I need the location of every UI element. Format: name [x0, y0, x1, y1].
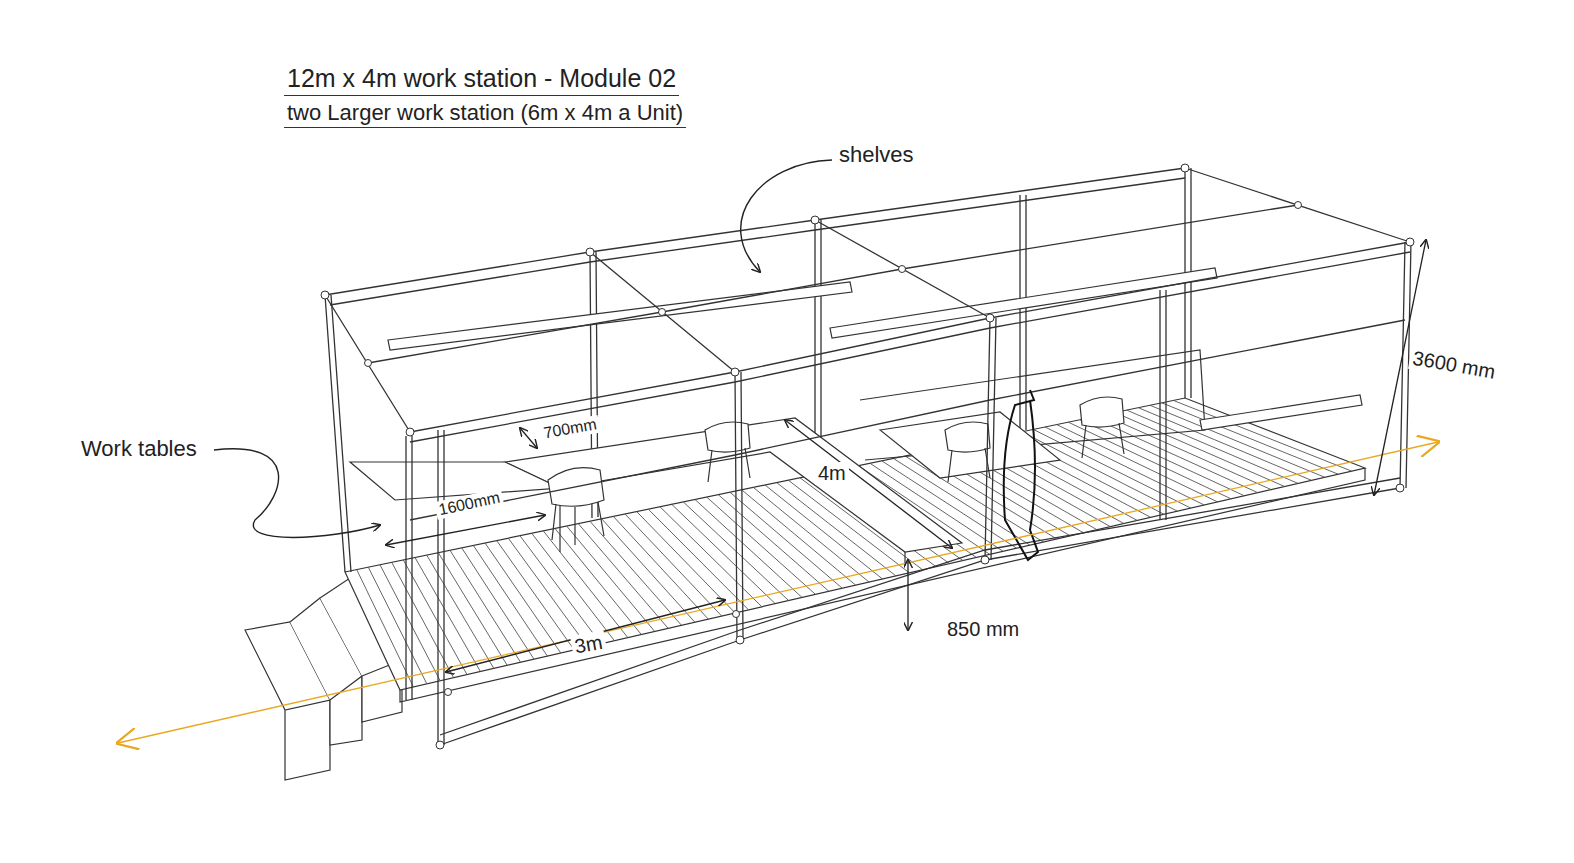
dimension-label: 4m [815, 462, 849, 485]
deck-slat [1115, 413, 1285, 487]
sketch-line [388, 282, 852, 350]
sketch-line [1295, 202, 1302, 209]
deck-slat [660, 507, 762, 607]
sketch-line [733, 611, 740, 618]
sketch-line [345, 398, 1365, 690]
sketch-line [548, 468, 604, 545]
sketch-line [1080, 397, 1124, 458]
deck-slat [707, 497, 816, 594]
deck-slat [718, 495, 829, 592]
sketch-line [985, 318, 996, 560]
sketch-line [214, 449, 380, 538]
sketch-line [438, 430, 444, 745]
sketch-line [907, 560, 908, 630]
deck-slat [415, 558, 480, 672]
sketch-line [1406, 238, 1414, 246]
sketch-line [330, 178, 1185, 305]
deck-slat [742, 490, 856, 585]
sketch-line [586, 248, 594, 256]
sketch-line [1396, 484, 1404, 492]
axis-arrow [118, 442, 1438, 743]
deck-slat [438, 553, 507, 666]
dimension-lines [386, 240, 1426, 672]
subtitle: two Larger work station (6m x 4m a Unit) [284, 100, 686, 128]
drawing-title: 12m x 4m work station - Module 02 [284, 64, 679, 96]
sketch-line [811, 216, 819, 224]
sketch-line [1160, 290, 1166, 520]
sketch-line [945, 422, 990, 482]
callout-label: shelves [836, 142, 917, 167]
work-tables [350, 395, 1362, 566]
deck-slats [357, 400, 1352, 687]
deck-slat [462, 548, 534, 659]
deck-slat [450, 550, 521, 662]
sketch-line [321, 291, 329, 299]
deck-slat [625, 514, 722, 616]
sketch-line [1181, 164, 1189, 172]
deck-slat [380, 565, 440, 681]
deck-slat [578, 524, 668, 629]
sketch-line [440, 478, 1400, 735]
sketch-line [659, 309, 666, 316]
sketch-line [368, 205, 1298, 363]
sketch-line [410, 320, 1405, 520]
chairs [548, 397, 1124, 545]
sketch-line [830, 268, 1217, 338]
sketch-line [735, 372, 743, 640]
sketch-line [986, 314, 994, 322]
sketch-line [736, 636, 744, 644]
leader-lines [214, 160, 832, 538]
sketch-line [899, 266, 906, 273]
sketch-line [705, 422, 750, 482]
dimension-label: 3m [570, 630, 607, 659]
sketch-line [406, 428, 414, 436]
deck-slat [672, 504, 776, 603]
sketch-line [520, 428, 537, 448]
sketch-line [446, 600, 725, 672]
sketch-line [406, 436, 412, 700]
deck-slat [368, 567, 427, 684]
sketch-line [731, 368, 739, 376]
deck-slat [532, 533, 615, 640]
sketch-line [325, 168, 1410, 432]
sketch-line [410, 252, 1410, 442]
callout-label: Work tables [78, 436, 200, 461]
deck-slat [1103, 415, 1271, 490]
sketch-line [365, 360, 372, 367]
sketch-line [410, 242, 1410, 432]
frame-joints [321, 164, 1414, 749]
deck-slat [613, 516, 708, 619]
deck-slat [1092, 417, 1258, 492]
deck-slat [730, 492, 842, 588]
deck-slat [485, 543, 561, 653]
deck-slat [637, 512, 735, 613]
sketch-line [350, 462, 560, 500]
sketch-line [741, 160, 832, 272]
dimension-label: 3600 mm [1408, 346, 1500, 384]
sketch-line [445, 689, 452, 696]
sketch-line [386, 515, 545, 545]
sketch-line [325, 295, 351, 572]
deck-slat [602, 519, 695, 622]
sketch-line [436, 741, 444, 749]
sketch-line [981, 556, 989, 564]
dimension-label: 850 mm [944, 618, 1022, 641]
deck-slat [473, 545, 547, 656]
deck-slat [427, 555, 494, 668]
sketch-line [1200, 395, 1362, 430]
sketch-line [560, 488, 905, 566]
sketch-line [325, 168, 1185, 295]
deck-slat [567, 526, 655, 631]
sketch-line [440, 488, 1400, 745]
sketch-line [785, 420, 952, 548]
deck-slat [590, 521, 682, 625]
deck-slat [403, 560, 467, 675]
deck-slat [648, 509, 748, 610]
